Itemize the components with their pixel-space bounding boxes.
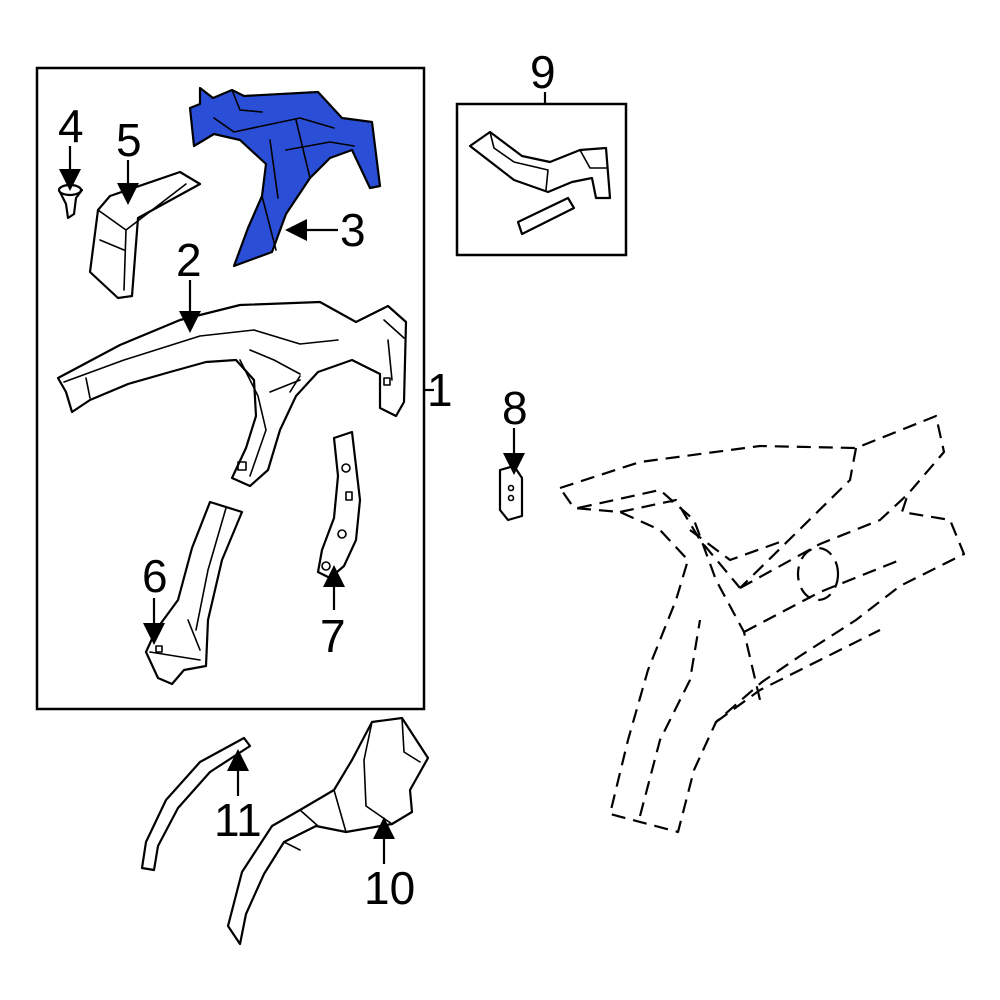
label-1: 1 <box>427 364 453 416</box>
label-11: 11 <box>214 794 262 846</box>
label-7: 7 <box>320 610 346 662</box>
part-3-highlighted <box>188 86 382 268</box>
label-10: 10 <box>364 862 415 914</box>
label-9: 9 <box>530 46 556 98</box>
reference-quarter-panel <box>558 414 966 834</box>
part-4-clip <box>57 183 84 220</box>
label-3: 3 <box>340 204 366 256</box>
label-5: 5 <box>116 114 142 166</box>
label-8: 8 <box>502 382 528 434</box>
part-9-frame <box>455 102 628 257</box>
part-8-plate <box>498 464 524 522</box>
part-7-reinforcement <box>316 430 362 580</box>
part-2-inner-panel <box>56 300 408 488</box>
label-4: 4 <box>58 100 84 152</box>
part-6-lower-pillar <box>144 500 244 686</box>
part-9-component <box>468 130 612 236</box>
assembly-frame <box>35 66 426 711</box>
label-2: 2 <box>176 234 202 286</box>
label-6: 6 <box>142 550 168 602</box>
part-10-arch-piece <box>226 716 430 946</box>
